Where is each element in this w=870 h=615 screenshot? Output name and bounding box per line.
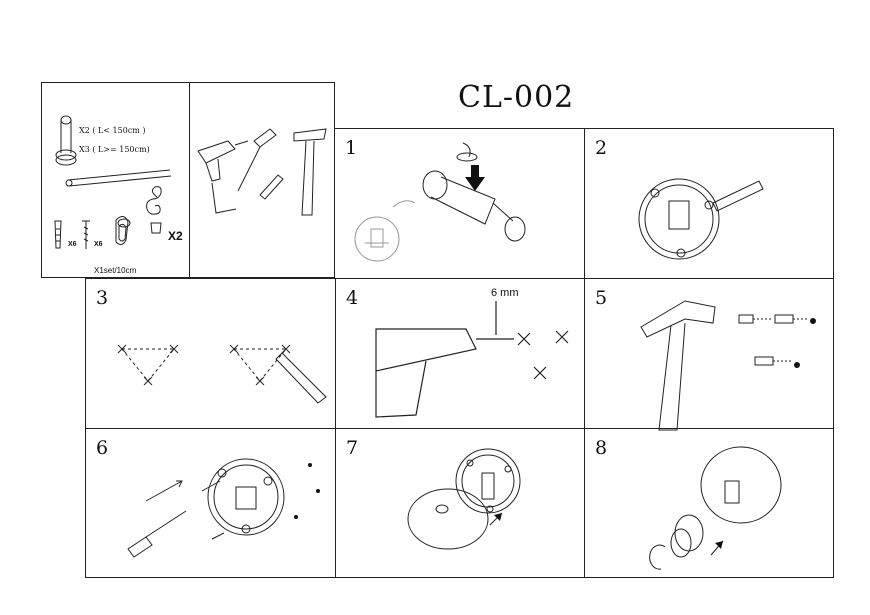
screwdriver-icon: [128, 511, 186, 557]
cover-cap: [701, 447, 781, 523]
x-mark: [518, 333, 530, 345]
hammer-icon: [641, 301, 715, 430]
wall-plate: [456, 449, 520, 513]
step-6-illustration: [86, 429, 320, 579]
tools-illustration: [190, 83, 336, 279]
drill-icon: [376, 301, 514, 417]
tools-panel: [189, 82, 335, 278]
step-3-panel: 3: [85, 278, 336, 429]
pencil: [713, 181, 763, 211]
rotate-arrow: [393, 201, 415, 207]
curtain-ring-icon: [116, 216, 130, 244]
screw-qty: X6: [94, 241, 103, 248]
rod-holder-base: [56, 150, 76, 160]
step-3-illustration: [86, 279, 337, 430]
screw-in-arrow: [463, 143, 470, 157]
drill-size-label: 6 mm: [491, 287, 519, 299]
bracket-base: [355, 217, 399, 261]
step-6-panel: 6: [85, 428, 336, 578]
rod-end: [671, 515, 703, 557]
step-number: 5: [595, 287, 608, 309]
curtain-rod: [66, 170, 171, 186]
hammer-icon: [294, 129, 326, 215]
rod-holder: [423, 171, 525, 241]
screw-icon: [82, 221, 90, 249]
wall-plate: [639, 179, 719, 259]
step-8-panel: 8: [584, 428, 834, 578]
finial-qty: X2: [168, 229, 183, 243]
step-1-illustration: [335, 129, 586, 280]
rod-holder-qty-long: X3 ( L>= 150cm): [79, 145, 150, 154]
step-7-illustration: [336, 429, 586, 579]
rod-holder-qty-short: X2 ( L< 150cm ): [79, 126, 146, 135]
step-5-illustration: [585, 279, 816, 430]
step-number: 3: [96, 287, 109, 309]
up-arrow: [494, 513, 502, 521]
parts-illustration: [42, 83, 191, 279]
step-8-illustration: [585, 429, 835, 579]
step-1-panel: 1: [334, 128, 585, 279]
down-arrow: [465, 165, 485, 191]
wall-plate: [208, 459, 284, 535]
page-title: CL-002: [458, 80, 575, 115]
parts-panel: X2 ( L< 150cm ) X3 ( L>= 150cm) X6 X6 X2…: [41, 82, 190, 278]
step-4-panel: 4 6 mm: [335, 278, 585, 429]
anchor-screw: [739, 315, 809, 365]
step-number: 6: [96, 437, 109, 459]
rod-holder-cap: [61, 116, 71, 124]
step-number: 4: [346, 287, 359, 309]
arrow: [146, 481, 182, 501]
hex-key-icon: [212, 183, 236, 213]
step-number: 2: [595, 137, 608, 159]
x-mark: [534, 367, 546, 379]
step-number: 7: [346, 437, 359, 459]
wall-anchor-icon: [55, 221, 61, 248]
pencil-icon: [260, 175, 283, 199]
step-5-panel: 5: [584, 278, 834, 429]
step-number: 1: [345, 137, 358, 159]
finial-icon: [147, 187, 162, 233]
step-2-illustration: [585, 129, 835, 280]
step-2-panel: 2: [584, 128, 834, 279]
cover-cap: [408, 489, 488, 549]
drill-icon: [198, 141, 248, 181]
step-4-illustration: [336, 279, 586, 430]
x-mark: [556, 331, 568, 343]
anchor-qty: X6: [68, 241, 77, 248]
step-number: 8: [595, 437, 608, 459]
screwdriver-icon: [238, 129, 276, 191]
pencil: [276, 353, 326, 403]
step-7-panel: 7: [335, 428, 585, 578]
ring-set-qty: X1set/10cm: [94, 266, 137, 275]
rotate-arrow: [650, 545, 665, 569]
